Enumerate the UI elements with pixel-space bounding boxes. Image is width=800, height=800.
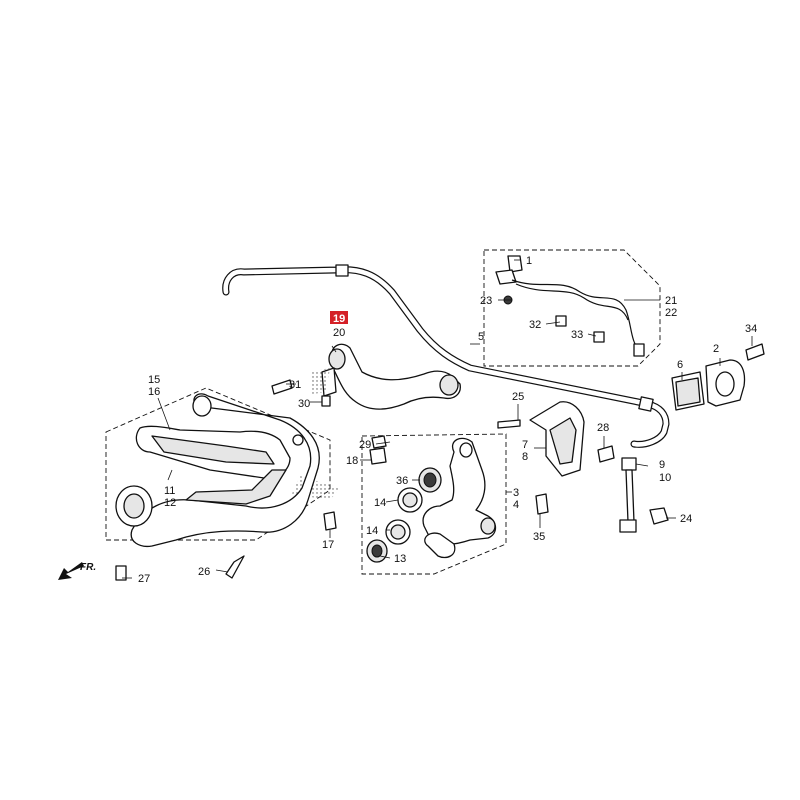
callout-16: 16: [148, 386, 160, 398]
stabilizer-link: [597, 445, 669, 533]
callout-33: 33: [571, 329, 583, 341]
callout-22: 22: [665, 307, 677, 319]
callout-36: 36: [396, 475, 408, 487]
callout-30: 30: [298, 398, 310, 410]
callout-19: 19: [333, 313, 345, 325]
front-direction-arrow: FR.: [58, 562, 96, 580]
upper-arm: [321, 343, 461, 410]
knuckle-group-frame: [361, 433, 507, 575]
stabilizer-bushing-holder: [671, 343, 765, 411]
callout-24: 24: [680, 513, 692, 525]
callout-1: 1: [526, 255, 532, 267]
abs-sensor-harness: [495, 255, 645, 357]
callout-18: 18: [346, 455, 358, 467]
callout-23: 23: [480, 295, 492, 307]
front-arrow-icon: [58, 562, 84, 580]
leader-lines: [122, 259, 753, 579]
stabilizer-bar: [222, 264, 670, 448]
callout-17: 17: [322, 539, 334, 551]
bracket: [529, 401, 585, 515]
front-direction-label: FR.: [80, 562, 96, 573]
callout-8: 8: [522, 451, 528, 463]
callouts: 1 2 3 4 5 6 7 8 9 10 11 12 13 14 14 15 1…: [138, 255, 757, 585]
callout-14-upper: 14: [374, 497, 386, 509]
sensor-group-frame: [483, 249, 661, 367]
callout-32: 32: [529, 319, 541, 331]
callout-26: 26: [198, 566, 210, 578]
callout-34: 34: [745, 323, 757, 335]
callout-28: 28: [597, 422, 609, 434]
callout-25: 25: [512, 391, 524, 403]
callout-21: 21: [665, 295, 677, 307]
callout-27: 27: [138, 573, 150, 585]
callout-4: 4: [513, 499, 519, 511]
callout-31: 31: [289, 379, 301, 391]
callout-7: 7: [522, 439, 528, 451]
callout-12: 12: [164, 497, 176, 509]
callout-35: 35: [533, 531, 545, 543]
callout-10: 10: [659, 472, 671, 484]
callout-29: 29: [359, 439, 371, 451]
callout-2: 2: [713, 343, 719, 355]
callout-15: 15: [148, 374, 160, 386]
callout-11: 11: [164, 485, 175, 497]
callout-13: 13: [394, 553, 406, 565]
callout-20: 20: [333, 327, 345, 339]
callout-6: 6: [677, 359, 683, 371]
knuckle-assembly: [366, 419, 521, 563]
callout-19-highlight-box: [330, 311, 348, 324]
lower-arm-assembly: [115, 368, 340, 581]
callout-9: 9: [659, 459, 665, 471]
callout-14-lower: 14: [366, 525, 378, 537]
callout-3: 3: [513, 487, 519, 499]
callout-5: 5: [478, 331, 484, 343]
